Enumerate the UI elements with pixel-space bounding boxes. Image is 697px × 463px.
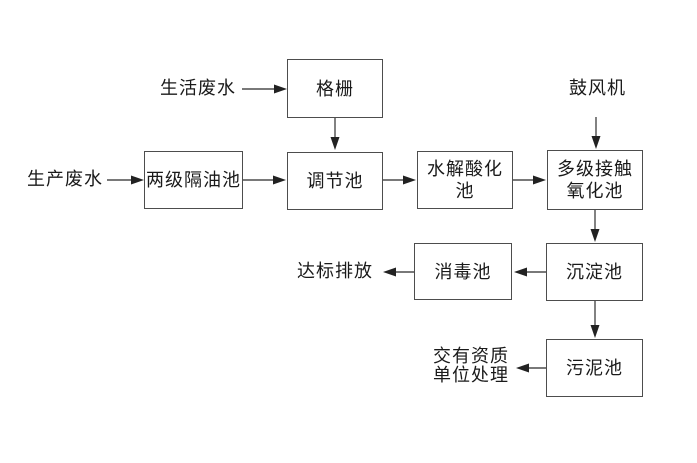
label-blower: 鼓风机 [569, 78, 626, 98]
label-discharge-to-standard: 达标排放 [297, 261, 373, 281]
arrowhead-sludge-to-qualifiedunit [516, 363, 529, 373]
node-hydrolysis-tank: 水解酸化池 [417, 151, 513, 209]
arrowhead-oxidation-to-sedimentation [590, 229, 600, 242]
arrowhead-barscreen-to-regulating [330, 137, 340, 150]
label-qualified-unit-treatment: 交有资质 单位处理 [433, 346, 509, 385]
node-oil-separator: 两级隔油池 [144, 151, 243, 209]
arrowhead-oilseparator-to-regulating [273, 175, 286, 185]
arrowhead-production-to-oilseparator [131, 175, 144, 185]
arrowhead-domestic-to-barscreen [274, 84, 287, 94]
arrowhead-sedimentation-to-sludge [590, 325, 600, 338]
node-disinfection-tank: 消毒池 [414, 243, 512, 300]
arrowhead-sedimentation-to-disinfection [514, 267, 527, 277]
label-production-wastewater: 生产废水 [27, 169, 103, 189]
arrowhead-regulating-to-hydrolysis [403, 175, 416, 185]
arrowhead-blower-to-oxidation [591, 136, 601, 149]
node-bar-screen: 格栅 [287, 59, 383, 118]
label-domestic-wastewater: 生活废水 [160, 78, 236, 98]
node-regulating-tank: 调节池 [287, 152, 383, 210]
node-sedimentation-tank: 沉淀池 [546, 243, 643, 301]
node-sludge-tank: 污泥池 [546, 339, 643, 397]
arrowhead-disinfection-to-discharge [383, 267, 396, 277]
node-contact-oxidation-tank: 多级接触氧化池 [547, 150, 643, 210]
arrowhead-hydrolysis-to-oxidation [533, 175, 546, 185]
